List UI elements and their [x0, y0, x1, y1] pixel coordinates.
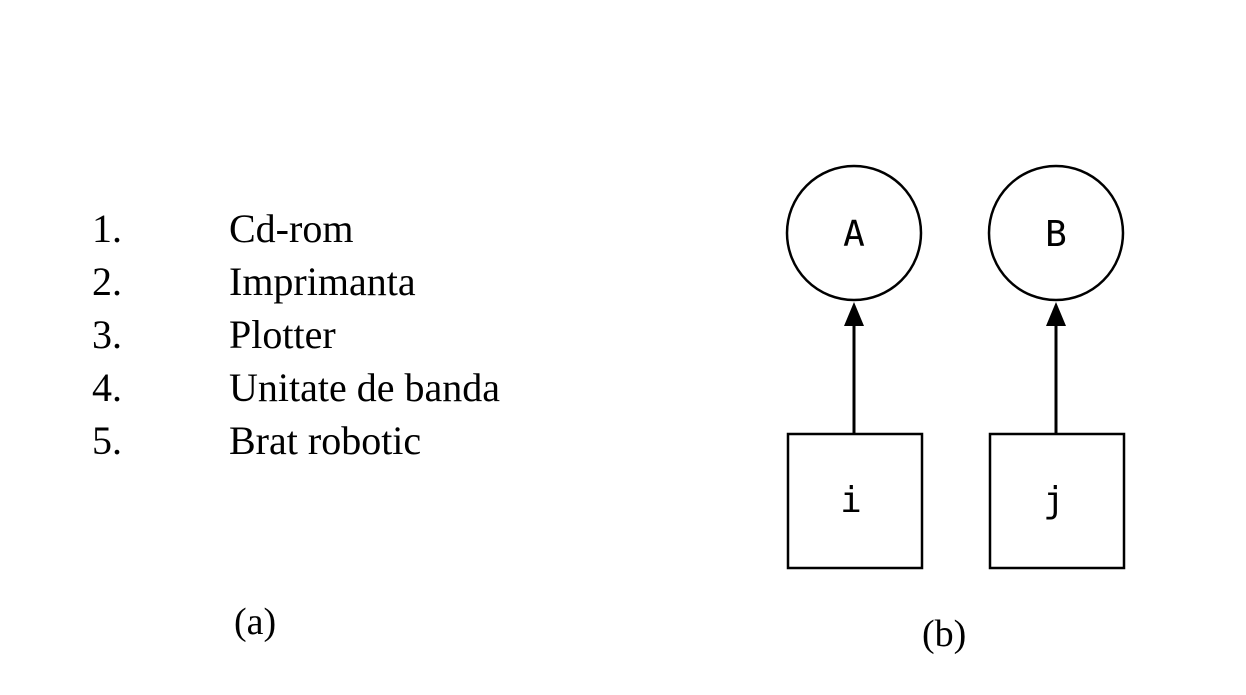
- device-number: 4.: [92, 365, 122, 410]
- device-list: 1. Cd-rom 2. Imprimanta 3. Plotter 4. Un…: [92, 206, 500, 471]
- device-name: Imprimanta: [229, 259, 416, 304]
- process-node-j: j: [988, 432, 1126, 570]
- arrow-up-icon: [1046, 302, 1066, 326]
- device-number: 1.: [92, 206, 122, 251]
- resource-a-circle: [785, 164, 923, 302]
- device-number: 2.: [92, 259, 122, 304]
- device-name: Plotter: [229, 312, 336, 357]
- resource-b-label: B: [1045, 214, 1067, 255]
- device-item-plotter: 3. Plotter: [92, 312, 500, 365]
- process-node-i: i: [786, 432, 924, 570]
- caption-a: (a): [234, 601, 277, 643]
- caption-b: (b): [922, 613, 967, 655]
- resource-node-b: B: [987, 164, 1125, 302]
- edge-i-to-a: [844, 302, 864, 434]
- resource-node-a: A: [785, 164, 923, 302]
- device-item-brat-robotic: 5. Brat robotic: [92, 418, 500, 471]
- device-number: 5.: [92, 418, 122, 463]
- device-number: 3.: [92, 312, 122, 357]
- process-j-label: j: [1043, 480, 1065, 521]
- device-name: Unitate de banda: [229, 365, 500, 410]
- process-i-label: i: [840, 480, 862, 521]
- resource-b-circle: [987, 164, 1125, 302]
- device-name: Cd-rom: [229, 206, 354, 251]
- edge-j-to-b: [1046, 302, 1066, 434]
- resource-a-label: A: [843, 214, 865, 255]
- device-item-imprimanta: 2. Imprimanta: [92, 259, 500, 312]
- device-item-unitate-de-banda: 4. Unitate de banda: [92, 365, 500, 418]
- device-item-cd-rom: 1. Cd-rom: [92, 206, 500, 259]
- device-name: Brat robotic: [229, 418, 422, 463]
- arrow-up-icon: [844, 302, 864, 326]
